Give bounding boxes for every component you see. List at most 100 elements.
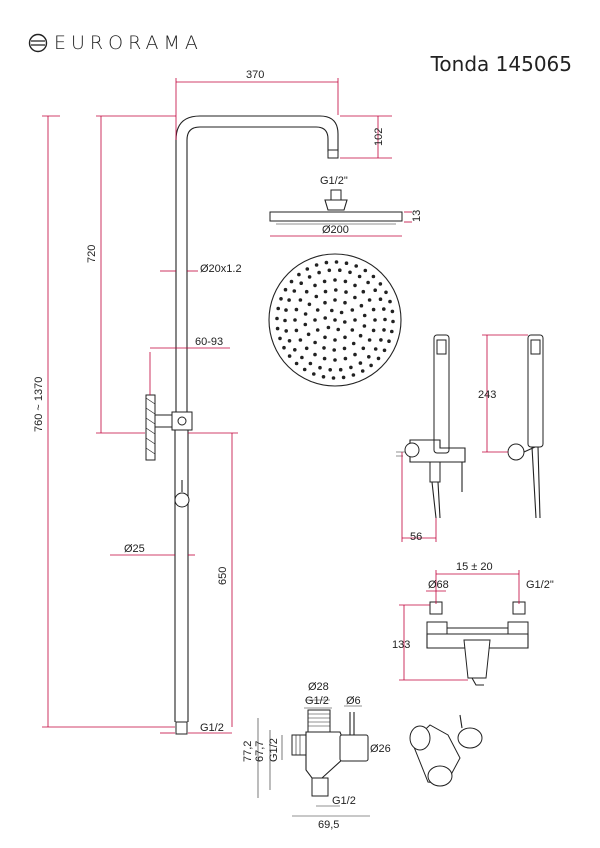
nozzle-dot: [349, 365, 353, 370]
nozzle-dot: [313, 340, 317, 345]
nozzle-dot: [333, 298, 337, 302]
nozzle-dot: [353, 352, 357, 357]
dim-eccentric-dia: Ø68: [428, 579, 449, 591]
nozzle-dot: [318, 365, 322, 370]
nozzle-dot: [332, 348, 337, 352]
nozzle-dot: [293, 318, 297, 322]
nozzle-dot: [350, 308, 355, 312]
nozzle-dot: [378, 282, 383, 286]
nozzle-dot: [342, 346, 347, 351]
nozzle-dot: [328, 368, 333, 372]
nozzle-dot: [339, 310, 344, 315]
dim-div-g12-top: G1/2: [305, 695, 329, 707]
nozzle-dot: [382, 328, 386, 332]
hand-shower-assembly: [396, 334, 544, 519]
nozzle-dot: [351, 373, 356, 377]
nozzle-dot: [304, 289, 309, 294]
nozzle-dot: [334, 260, 339, 264]
nozzle-dot: [312, 372, 316, 376]
nozzle-dot: [341, 375, 346, 380]
nozzle-dot: [323, 289, 328, 294]
nozzle-dot: [278, 336, 282, 341]
nozzle-dot: [390, 329, 394, 334]
nozzle-dot: [327, 268, 332, 273]
nozzle-dot: [362, 313, 367, 318]
nozzle-dot: [282, 345, 286, 350]
nozzle-dot: [298, 338, 303, 342]
dim-head-diameter: Ø200: [322, 224, 349, 236]
dim-head-thread: G1/2": [320, 175, 348, 187]
shower-column: [145, 115, 339, 735]
eurorama-logo-icon: [28, 33, 48, 53]
dim-head-thickness: 13: [411, 210, 423, 222]
dim-centers: 15 ± 20: [456, 561, 493, 573]
nozzle-dot: [331, 376, 336, 380]
nozzle-dot: [313, 352, 317, 357]
nozzle-dot: [351, 341, 356, 346]
thermostatic-mixer: [426, 601, 529, 686]
nozzle-dot: [284, 308, 288, 312]
nozzle-dot: [300, 355, 304, 360]
dim-mixer-height: 133: [392, 639, 410, 651]
nozzle-dot: [305, 267, 310, 271]
nozzle-dot: [289, 279, 294, 284]
nozzle-dot: [343, 356, 348, 361]
nozzle-dot: [326, 325, 331, 330]
nozzle-dot: [363, 268, 368, 273]
dim-div-g12-side: G1/2: [268, 738, 280, 762]
nozzle-dot: [315, 308, 320, 312]
nozzle-dot: [275, 316, 279, 321]
nozzle-dot: [334, 288, 338, 292]
nozzle-dot: [366, 280, 370, 285]
nozzle-dot: [322, 346, 326, 350]
nozzle-dot: [306, 332, 311, 337]
nozzle-dot: [314, 263, 319, 267]
nozzle-dot: [362, 324, 367, 328]
nozzle-dot: [344, 290, 348, 294]
nozzle-dot: [348, 270, 352, 275]
dim-div-width: 69,5: [318, 819, 339, 831]
nozzle-dot: [344, 261, 349, 266]
dim-div-dia26: Ø26: [370, 743, 391, 755]
dim-lower-length: 650: [217, 567, 229, 585]
nozzle-dot: [343, 279, 348, 284]
nozzle-dot: [358, 333, 363, 338]
dim-hand-length: 243: [478, 389, 496, 401]
nozzle-dot: [323, 316, 328, 320]
nozzle-dot: [387, 339, 391, 344]
head-shower-side: [269, 189, 403, 225]
nozzle-dot: [307, 302, 312, 307]
nozzle-dot: [353, 295, 357, 300]
nozzle-dot: [322, 356, 327, 361]
nozzle-dot: [343, 320, 347, 324]
nozzle-dot: [294, 307, 299, 312]
nozzle-dot: [284, 329, 289, 333]
nozzle-dot: [358, 361, 363, 365]
dim-tube: Ø20x1.2: [200, 263, 242, 275]
dim-div-h677: 67,7: [254, 741, 266, 762]
nozzle-dot: [371, 307, 376, 312]
head-shower-plan: [268, 253, 402, 387]
nozzle-dot: [313, 283, 317, 288]
nozzle-dot: [333, 318, 337, 322]
nozzle-dot: [293, 348, 297, 352]
dim-div-dia28: Ø28: [308, 681, 329, 693]
dim-riser-total: 760 ~ 1370: [33, 377, 45, 432]
brand-logo: EURORAMA: [28, 32, 203, 54]
dim-bottom-thread: G1/2: [200, 722, 224, 734]
nozzle-dot: [287, 339, 292, 343]
nozzle-dot: [314, 294, 319, 299]
nozzle-dot: [283, 318, 287, 323]
nozzle-dot: [343, 335, 347, 340]
dim-div-g12-bottom: G1/2: [332, 795, 356, 807]
nozzle-dot: [373, 347, 378, 351]
nozzle-dot: [304, 346, 309, 351]
nozzle-dot: [391, 319, 395, 324]
nozzle-dot: [330, 308, 334, 313]
nozzle-dot: [361, 346, 366, 351]
nozzle-dot: [359, 303, 364, 308]
nozzle-dot: [382, 307, 386, 311]
nozzle-dot: [338, 268, 342, 273]
nozzle-dot: [350, 328, 355, 332]
nozzle-dot: [303, 312, 308, 316]
